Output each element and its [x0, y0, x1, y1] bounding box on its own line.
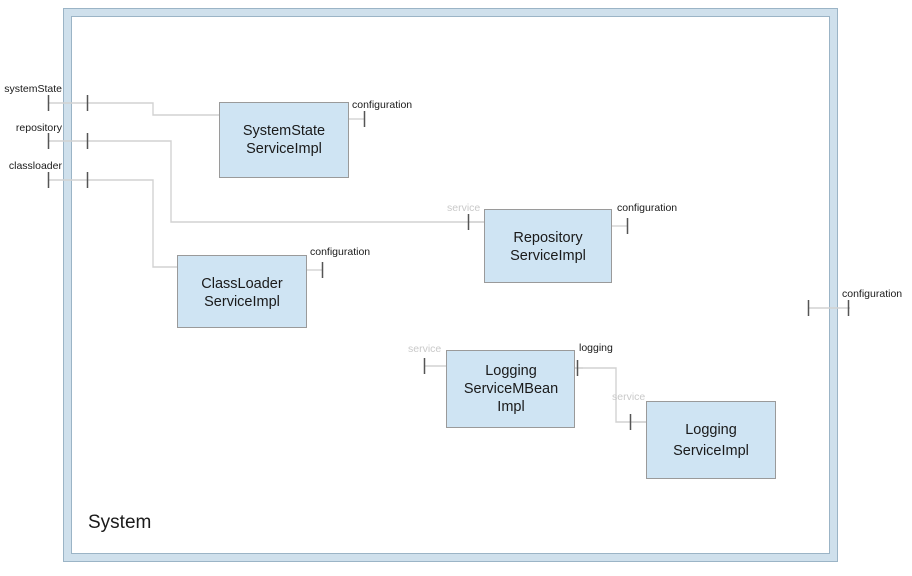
- component-port-logging[interactable]: logging: [575, 342, 613, 376]
- boundary-port-configuration[interactable]: configuration: [807, 288, 902, 316]
- component-port-label-service: service: [612, 391, 645, 403]
- component-body: [219, 102, 349, 178]
- boundary-port-systemstate[interactable]: systemState: [4, 83, 89, 111]
- component-port-label-configuration: configuration: [310, 246, 370, 258]
- component-logging-servicembean-impl[interactable]: Logging ServiceMBean Impl service loggin…: [408, 342, 613, 428]
- component-port-label-configuration: configuration: [617, 202, 677, 214]
- component-label-line-2: ServiceImpl: [246, 141, 322, 157]
- system-boundary-label: System: [88, 512, 151, 533]
- boundary-port-label-classloader: classloader: [9, 160, 63, 172]
- boundary-port-classloader[interactable]: classloader: [9, 160, 89, 188]
- connector-repository: [87, 140, 485, 223]
- connector-classloader: [87, 179, 178, 268]
- component-port-configuration[interactable]: configuration: [612, 202, 677, 234]
- component-label-line-2: ServiceImpl: [673, 443, 749, 459]
- component-label-line-2: ServiceMBean: [464, 381, 558, 397]
- component-label-line-2: ServiceImpl: [510, 248, 586, 264]
- component-classloader-serviceimpl[interactable]: ClassLoader ServiceImpl configuration: [177, 246, 371, 328]
- component-port-label-logging: logging: [579, 342, 613, 354]
- component-port-configuration[interactable]: configuration: [307, 246, 370, 278]
- connector-systemstate: [87, 102, 220, 116]
- component-body: [446, 350, 575, 428]
- component-body: [177, 255, 307, 328]
- component-body: [484, 209, 612, 283]
- component-label-line-2: ServiceImpl: [204, 294, 280, 310]
- component-label-line-1: Logging: [485, 363, 537, 379]
- component-logging-serviceimpl[interactable]: Logging ServiceImpl service: [612, 391, 776, 479]
- boundary-port-label-configuration: configuration: [842, 288, 902, 300]
- component-label-line-1: Logging: [685, 422, 737, 438]
- boundary-port-label-systemstate: systemState: [4, 83, 62, 95]
- boundary-port-repository[interactable]: repository: [16, 122, 89, 149]
- component-port-service[interactable]: service: [612, 391, 646, 430]
- component-port-label-service: service: [447, 202, 480, 214]
- component-systemstate-serviceimpl[interactable]: SystemState ServiceImpl configuration: [219, 99, 413, 178]
- component-label-line-3: Impl: [497, 399, 524, 415]
- component-repository-serviceimpl[interactable]: Repository ServiceImpl service configura…: [447, 202, 677, 283]
- component-port-configuration[interactable]: configuration: [349, 99, 412, 127]
- component-label-line-1: ClassLoader: [201, 276, 283, 292]
- system-boundary[interactable]: [63, 8, 838, 562]
- boundary-port-label-repository: repository: [16, 122, 63, 134]
- component-port-service[interactable]: service: [408, 343, 446, 374]
- component-port-label-service: service: [408, 343, 441, 355]
- component-port-label-configuration: configuration: [352, 99, 412, 111]
- component-body: [646, 401, 776, 479]
- component-port-service[interactable]: service: [447, 202, 484, 230]
- component-label-line-1: SystemState: [243, 123, 325, 139]
- component-label-line-1: Repository: [513, 230, 583, 246]
